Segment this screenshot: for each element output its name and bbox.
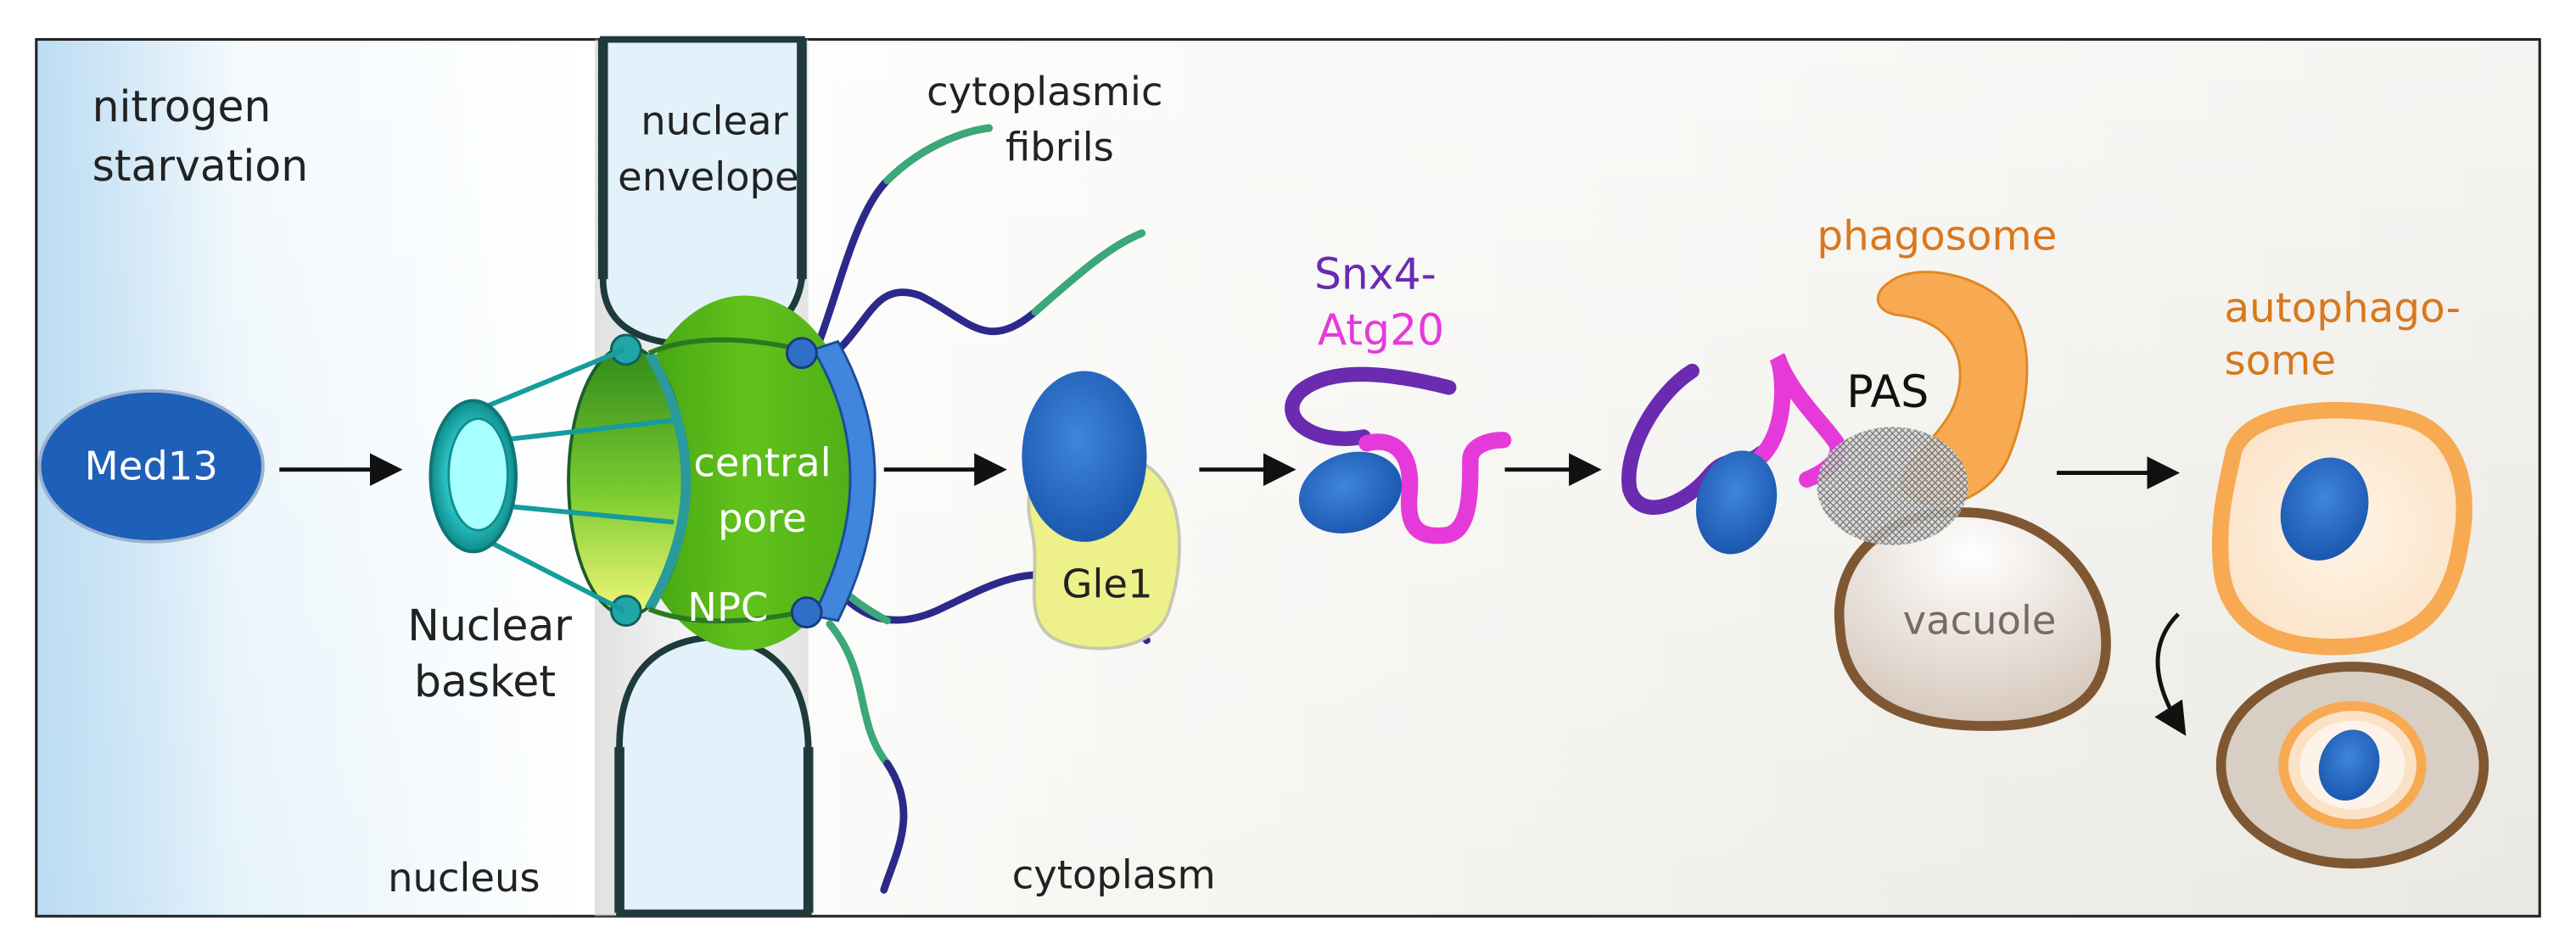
nuclear-basket-label-line1: Nuclear	[407, 600, 572, 650]
med13-in-autophagosome	[2280, 457, 2369, 561]
autophagosome	[2211, 402, 2472, 656]
gle1-complex	[1022, 371, 1181, 650]
pas-label: PAS	[1846, 366, 1929, 418]
autophagosome-label-line2: some	[2225, 337, 2337, 384]
nuclear-envelope-lower	[616, 634, 812, 917]
cytoplasmic-fibrils-label-line1: cytoplasmic	[927, 69, 1162, 114]
cytoplasm-label: cytoplasm	[1012, 851, 1216, 897]
nitrogen-starvation-label-line1: nitrogen	[92, 81, 272, 131]
autophagosome-label-line1: autophago-	[2225, 284, 2461, 332]
pas-cloud	[1817, 427, 1968, 545]
med13-at-snx4	[1298, 451, 1403, 533]
med13-at-gle1	[1022, 371, 1147, 542]
pathway-arrows	[279, 453, 2187, 736]
arrow-autophagosome-to-vacuole	[2154, 612, 2187, 736]
nuclear-envelope-label-line2: envelope	[618, 154, 798, 200]
med13-label: Med13	[85, 443, 218, 488]
nuclear-basket-label-line2: basket	[414, 656, 556, 706]
panel-border	[35, 37, 2541, 918]
nuclear-pore-complex	[567, 295, 876, 650]
snx4-label: Snx4-	[1314, 249, 1436, 299]
cytoplasmic-fibrils-label-line2: fibrils	[1005, 125, 1114, 170]
npc-label: NPC	[687, 584, 768, 630]
nitrogen-starvation-label-line2: starvation	[92, 141, 309, 191]
med13-protein	[37, 388, 265, 544]
gle1-label: Gle1	[1062, 561, 1153, 607]
phagosome-label: phagosome	[1817, 212, 2057, 260]
med13-in-autophagic-body	[2318, 729, 2380, 801]
vacuole-label: vacuole	[1903, 597, 2057, 643]
nucleus-label: nucleus	[388, 855, 540, 901]
nuclear-envelope-label-line1: nuclear	[641, 98, 788, 144]
central-pore-label-line2: pore	[718, 495, 807, 541]
med13-at-pas	[1695, 450, 1778, 555]
snx4-atg20-complex	[1285, 366, 1512, 544]
central-pore-label-line1: central	[693, 439, 831, 485]
nuclear-basket	[428, 347, 675, 613]
atg20-label: Atg20	[1318, 305, 1444, 355]
autophagic-body-in-vacuole	[2215, 662, 2489, 869]
